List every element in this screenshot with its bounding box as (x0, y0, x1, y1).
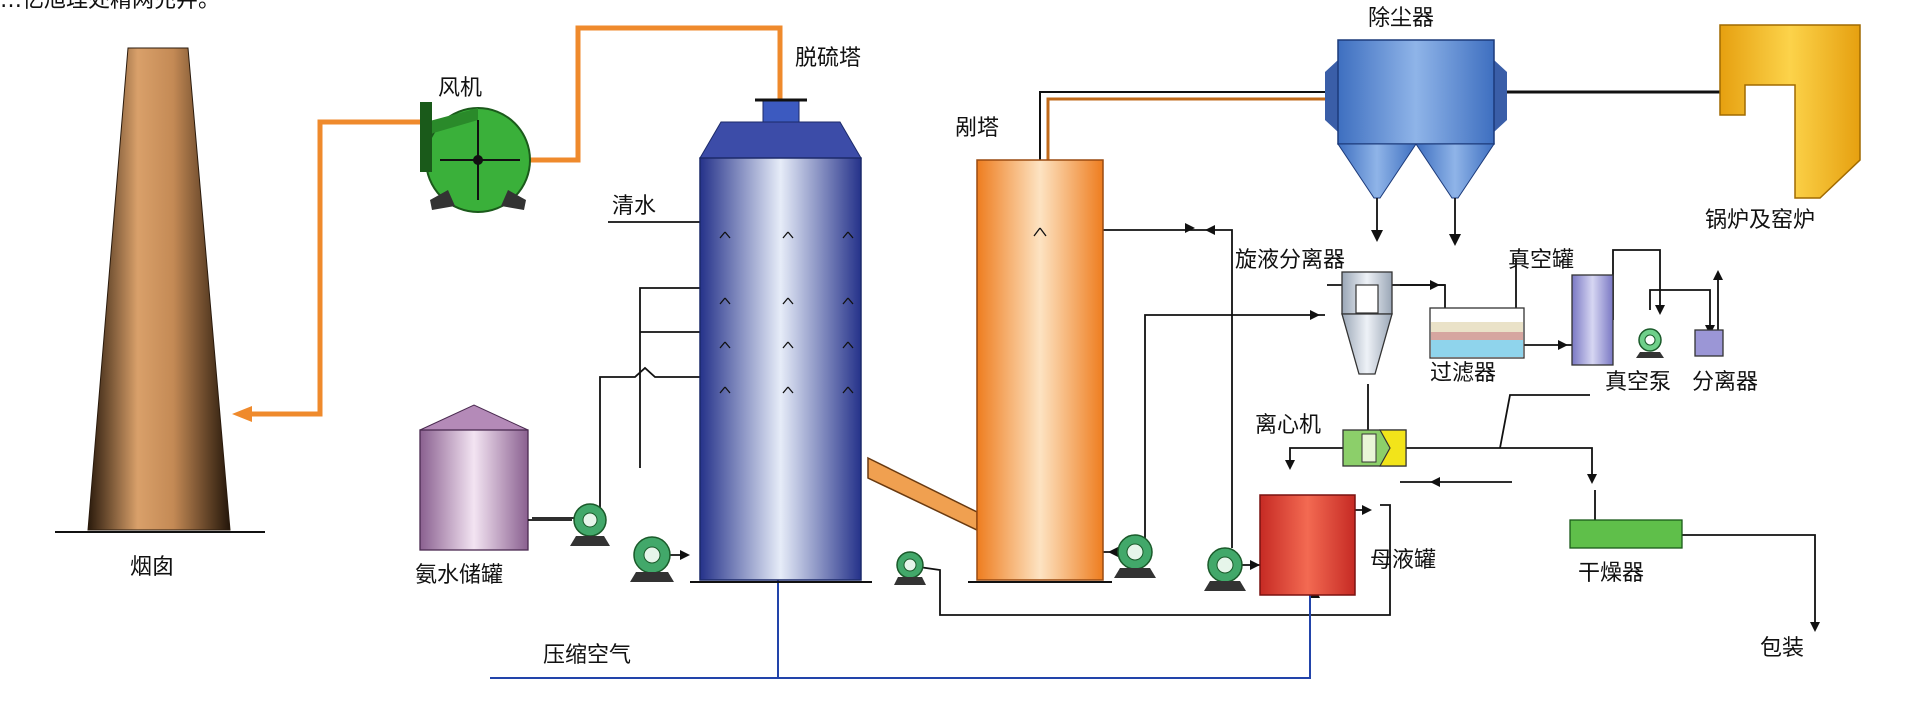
label-stripping-tower: 剐塔 (955, 116, 1000, 141)
ammonia-tank (419, 404, 529, 551)
pump-stripper (1114, 534, 1156, 578)
desulfurization-tower (699, 98, 862, 581)
label-clean-water: 清水 (612, 194, 657, 219)
flue-gas-pipes (250, 25, 783, 417)
label-ammonia-tank: 氨水储罐 (415, 563, 504, 588)
label-boiler: 锅炉及窑炉 (1705, 208, 1816, 233)
pump-mother-liquor (1204, 547, 1246, 591)
chimney (55, 47, 265, 533)
small-separator (1694, 329, 1724, 357)
label-fan: 风机 (438, 76, 483, 101)
pump-tower-outlet (894, 551, 926, 585)
label-mother-liquor-tank: 母液罐 (1370, 548, 1437, 573)
centrifuge (1342, 429, 1407, 467)
label-compressed-air: 压缩空气 (543, 643, 632, 668)
pump-ammonia (528, 503, 610, 546)
vacuum-tank (1571, 274, 1614, 366)
label-dryer: 干燥器 (1578, 561, 1645, 586)
boiler (1719, 24, 1861, 199)
label-packaging: 包装 (1760, 636, 1805, 661)
filter-unit (1429, 307, 1525, 359)
label-separator: 分离器 (1692, 370, 1759, 395)
vacuum-pump (1636, 328, 1664, 358)
header-partial-text: …亿旭理处精网充井。 (0, 0, 221, 13)
pump-tower-circulation (630, 536, 674, 582)
fan (420, 102, 531, 213)
label-vacuum-pump: 真空泵 (1605, 370, 1672, 395)
stripping-tower (968, 159, 1112, 583)
chimney-inlet-arrow (232, 406, 252, 422)
dust-duct (1039, 91, 1325, 160)
cyclone-separator (1341, 271, 1393, 375)
label-desulfurization-tower: 脱硫塔 (795, 46, 862, 71)
label-cyclone: 旋液分离器 (1235, 248, 1346, 273)
label-dust-collector: 除尘器 (1368, 6, 1435, 31)
label-chimney: 烟囱 (130, 555, 175, 580)
mother-liquor-tank (1259, 494, 1356, 596)
transfer-chute (867, 456, 978, 532)
label-centrifuge: 离心机 (1255, 413, 1322, 438)
dust-collector (1325, 39, 1507, 246)
dryer (1569, 519, 1683, 549)
spray-nozzles (719, 231, 854, 394)
label-filter: 过滤器 (1430, 361, 1497, 386)
label-vacuum-tank: 真空罐 (1508, 248, 1575, 273)
